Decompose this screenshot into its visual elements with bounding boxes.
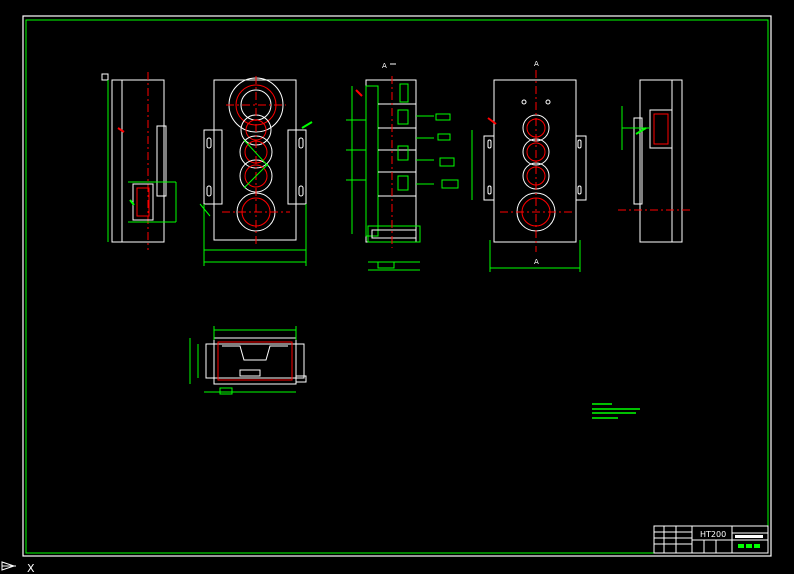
section-mark-top-front: A: [382, 62, 387, 70]
ucs-x-label: X: [27, 562, 35, 574]
drawing-frame: [22, 15, 772, 557]
bottom-plan-view[interactable]: [189, 326, 307, 395]
section-mark-bottom-side: A: [534, 258, 539, 266]
rear-view[interactable]: A A: [471, 60, 587, 272]
left-side-view[interactable]: [107, 72, 177, 250]
ucs-icon: X: [1, 561, 35, 574]
technical-notes: [592, 403, 640, 419]
section-view-a-a[interactable]: A: [346, 62, 459, 271]
front-view[interactable]: [199, 76, 313, 266]
right-side-view[interactable]: [618, 79, 690, 243]
title-block: HT200: [653, 525, 769, 554]
view-marker-square: [101, 73, 109, 81]
section-mark-top-side: A: [534, 60, 539, 68]
title-block-material: HT200: [700, 530, 726, 539]
